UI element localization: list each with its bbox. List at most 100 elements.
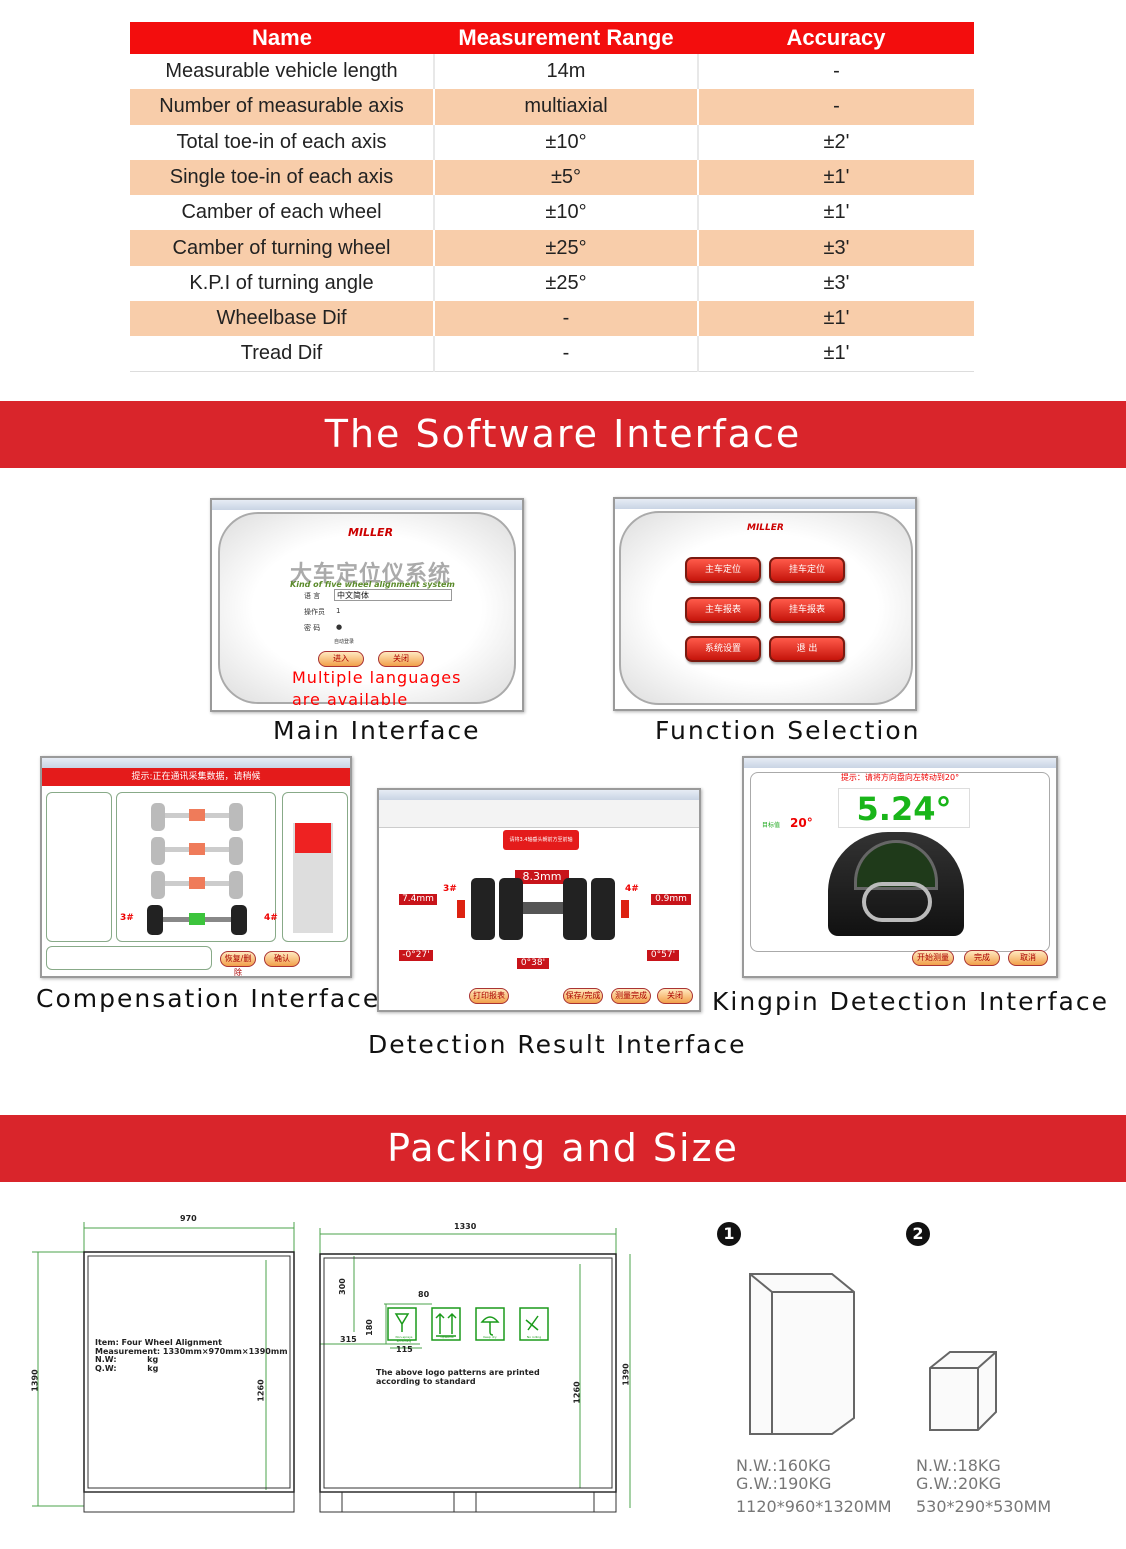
icon-label-4: No rolling xyxy=(526,1335,542,1339)
kingpin-screenshot: 提示：请将方向盘向左转动到20° 目标值 20° 5.24° 开始测量 完成 取… xyxy=(742,756,1058,978)
cell-range: ±5° xyxy=(434,159,699,196)
side-height-dim: 1390 xyxy=(621,1363,631,1386)
table-row: Camber of turning wheel±25°±3' xyxy=(130,230,974,266)
box1-number: 1 xyxy=(717,1222,741,1246)
cell-accuracy: ±1' xyxy=(698,159,974,196)
cell-range: multiaxial xyxy=(434,89,699,125)
detection-hint: 请将3.4轴垂头朝前方至前轴 xyxy=(503,830,579,850)
cell-accuracy: ±3' xyxy=(698,230,974,266)
title-bar xyxy=(379,790,699,800)
front-box-drawing xyxy=(32,1222,295,1513)
languages-note-line2: are available xyxy=(292,690,409,709)
measure-complete-button[interactable]: 测量完成 xyxy=(611,988,651,1004)
front-label: Item: Four Wheel Alignment Measurement: … xyxy=(95,1338,288,1373)
icon-label-3: Keep dry xyxy=(483,1335,497,1339)
box2-number: 2 xyxy=(906,1222,930,1246)
right-value: 0.9mm xyxy=(651,894,691,905)
cell-name: Wheelbase Dif xyxy=(130,301,435,337)
cell-range: - xyxy=(434,301,699,337)
restore-delete-button[interactable]: 恢复/删除 xyxy=(220,951,256,976)
dim-300: 300 xyxy=(337,1278,347,1295)
cancel-button[interactable]: 取消 xyxy=(1008,950,1048,966)
trailer-alignment-button[interactable]: 挂车定位 xyxy=(769,557,845,583)
confirm-button[interactable]: 确认 xyxy=(264,951,300,967)
header-range: Measurement Range xyxy=(434,22,698,54)
trailer-report-button[interactable]: 挂车报表 xyxy=(769,597,845,623)
label-item: Item: Four Wheel Alignment xyxy=(95,1338,222,1347)
side-note: The above logo patterns are printed acco… xyxy=(376,1368,540,1386)
box2-size: 530*290*530MM xyxy=(916,1497,1052,1516)
cell-name: Single toe-in of each axis xyxy=(130,159,435,196)
enter-button[interactable]: 进入 xyxy=(318,651,364,667)
packing-banner: Packing and Size xyxy=(0,1115,1126,1182)
table-row: Total toe-in of each axis±10°±2' xyxy=(130,124,974,160)
det-right-number: 4# xyxy=(625,884,639,894)
title-bar xyxy=(42,758,350,768)
operator-label: 操作员 xyxy=(304,608,325,616)
kingpin-hint: 提示：请将方向盘向左转动到20° xyxy=(840,773,960,782)
save-complete-button[interactable]: 保存/完成 xyxy=(563,988,603,1004)
main-interface-caption: Main Interface xyxy=(273,716,481,745)
icon-label-2: Upwards xyxy=(440,1335,454,1339)
function-selection-screenshot: MILLER 主车定位 挂车定位 主车报表 挂车报表 系统设置 退 出 xyxy=(613,497,917,711)
compensation-screenshot: 提示:正在通讯采集数据，请稍候 3# 4# 恢复/删除 确认 xyxy=(40,756,352,978)
dim-115: 115 xyxy=(396,1345,413,1354)
dim-315: 315 xyxy=(340,1335,357,1344)
right-sensor xyxy=(621,900,629,918)
box1-gw: G.W.:190KG xyxy=(736,1474,832,1493)
detection-toolbar xyxy=(379,800,699,828)
languages-note-line1: Multiple languages xyxy=(292,668,462,687)
auto-login-checkbox[interactable]: 自动登录 xyxy=(334,639,355,645)
cell-accuracy: ±3' xyxy=(698,265,974,302)
cell-name: Total toe-in of each axis xyxy=(130,124,435,160)
main-vehicle-report-button[interactable]: 主车报表 xyxy=(685,597,761,623)
front-width-dim: 970 xyxy=(180,1214,197,1223)
spec-table: Name Measurement Range Accuracy Measurab… xyxy=(130,22,974,373)
system-settings-button[interactable]: 系统设置 xyxy=(685,636,761,662)
table-row: Camber of each wheel±10°±1' xyxy=(130,195,974,231)
comp-right-number: 4# xyxy=(264,913,278,923)
operator-input[interactable]: 1 xyxy=(336,607,341,615)
complete-button[interactable]: 完成 xyxy=(964,950,1000,966)
table-row: Tread Dif-±1' xyxy=(130,336,974,373)
left-list-panel xyxy=(46,792,112,942)
dim-180: 180 xyxy=(364,1319,374,1336)
box2-drawing xyxy=(929,1351,997,1431)
title-bar xyxy=(212,500,522,510)
cell-range: 14m xyxy=(434,54,699,90)
main-vehicle-alignment-button[interactable]: 主车定位 xyxy=(685,557,761,583)
box1-nw: N.W.:160KG xyxy=(736,1456,831,1475)
left-value: 7.4mm xyxy=(399,894,437,905)
en-title: Kind of five wheel alignment system xyxy=(290,580,455,589)
cell-accuracy: - xyxy=(698,54,974,90)
side-inner-dim: 1260 xyxy=(572,1381,582,1404)
lang-select[interactable]: 中文简体 xyxy=(334,589,452,601)
title-bar xyxy=(744,758,1056,768)
print-report-button[interactable]: 打印报表 xyxy=(469,988,509,1004)
front-inner-dim: 1260 xyxy=(256,1379,266,1402)
table-row: K.P.I of turning angle±25°±3' xyxy=(130,265,974,302)
side-note-line1: The above logo patterns are printed xyxy=(376,1368,540,1377)
cell-accuracy: - xyxy=(698,89,974,125)
det-close-button[interactable]: 关闭 xyxy=(657,988,693,1004)
function-selection-caption: Function Selection xyxy=(655,716,921,745)
comp-left-number: 3# xyxy=(120,913,134,923)
close-button[interactable]: 关闭 xyxy=(378,651,424,667)
miller-logo: MILLER xyxy=(348,526,394,539)
lang-label: 语 言 xyxy=(304,592,321,600)
start-measure-button[interactable]: 开始测量 xyxy=(912,950,954,966)
miller-logo: MILLER xyxy=(747,523,784,533)
box2-gw: G.W.:20KG xyxy=(916,1474,1002,1493)
cell-range: ±10° xyxy=(434,195,699,231)
axle-diagram-panel xyxy=(116,792,276,942)
exit-button[interactable]: 退 出 xyxy=(769,636,845,662)
table-row: Wheelbase Dif-±1' xyxy=(130,301,974,337)
cell-name: Measurable vehicle length xyxy=(130,54,435,90)
cell-name: Camber of turning wheel xyxy=(130,230,435,266)
password-input[interactable]: ● xyxy=(336,623,343,631)
software-banner: The Software Interface xyxy=(0,401,1126,468)
cell-range: - xyxy=(434,336,699,373)
bottom-right-value: 0°57' xyxy=(647,950,679,961)
languages-note: Multiple languages are available xyxy=(292,667,462,710)
